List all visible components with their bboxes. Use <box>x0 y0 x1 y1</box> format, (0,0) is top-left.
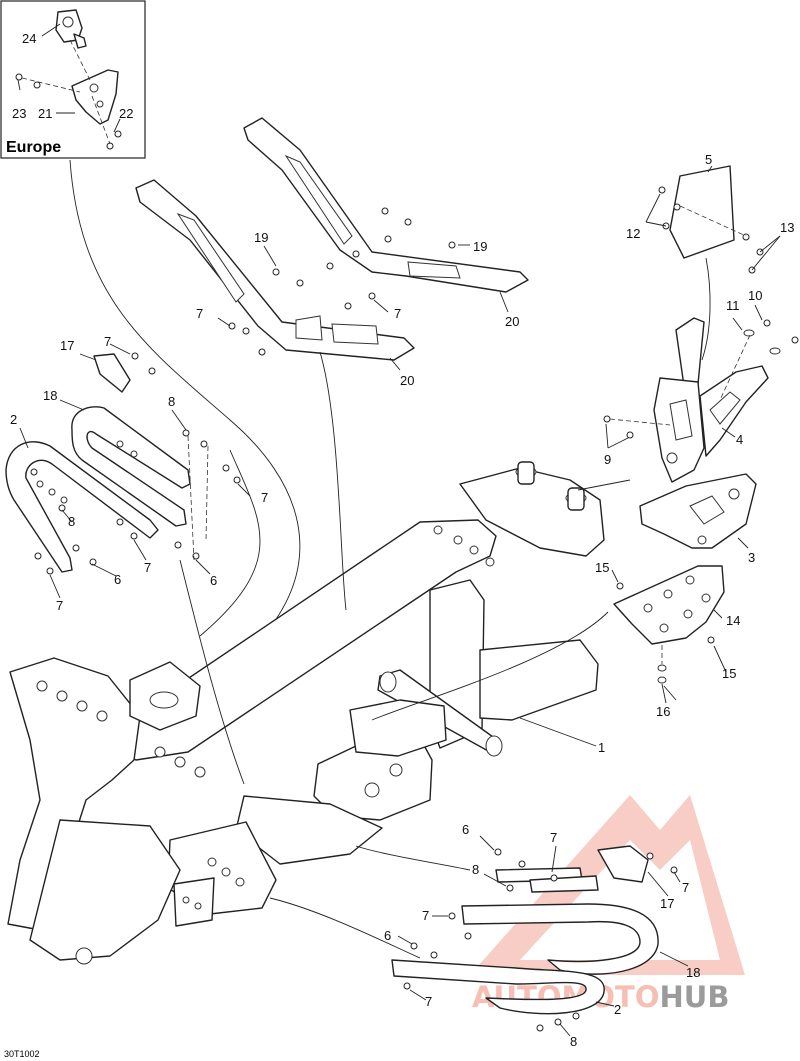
callout-15-bottom: 15 <box>722 666 736 681</box>
callout-15-top: 15 <box>595 560 609 575</box>
callout-2-left: 2 <box>10 412 17 427</box>
callout-7-left-top: 7 <box>104 334 111 349</box>
callout-5: 5 <box>705 152 712 167</box>
rail-20-rear <box>243 117 529 293</box>
part-bracket-21 <box>71 69 119 125</box>
part-main-frame-1 <box>7 461 605 965</box>
callout-6-rear-low: 6 <box>384 928 391 943</box>
callout-3: 3 <box>748 550 755 565</box>
callout-7-rear-bottom: 7 <box>425 994 432 1009</box>
callout-2-rear: 2 <box>614 1002 621 1017</box>
rail-20-front <box>135 179 415 361</box>
part-plate-5 <box>658 165 764 274</box>
watermark-hub: HUB <box>660 980 730 1014</box>
callout-8-rear-bottom: 8 <box>570 1034 577 1049</box>
europe-inset: 24 23 21 22 Europe <box>0 0 146 159</box>
inset-title-europe: Europe <box>6 139 61 156</box>
callout-7-left-mid: 7 <box>261 490 268 505</box>
callout-7-rail-left: 7 <box>196 306 203 321</box>
callout-1: 1 <box>598 740 605 755</box>
callout-18-left: 18 <box>43 388 57 403</box>
part-bracket-3 <box>639 473 757 549</box>
callout-8-left-top: 8 <box>168 394 175 409</box>
callout-19-right: 19 <box>473 239 487 254</box>
callout-20-front: 20 <box>400 373 414 388</box>
callout-14: 14 <box>726 613 740 628</box>
diagram-code: 30T1002 <box>4 1049 40 1059</box>
callout-10: 10 <box>748 288 762 303</box>
callout-19-left: 19 <box>254 230 268 245</box>
callout-20-rear: 20 <box>505 314 519 329</box>
callout-17-rear: 17 <box>660 896 674 911</box>
callout-21: 21 <box>38 106 52 121</box>
callout-18-rear: 18 <box>686 965 700 980</box>
callout-4: 4 <box>736 432 743 447</box>
part-bracket-14 <box>613 565 725 684</box>
part-rails-20 <box>135 117 529 361</box>
part-front-bumper-left <box>5 352 241 575</box>
callout-16: 16 <box>656 704 670 719</box>
callout-6-rear-top: 6 <box>462 822 469 837</box>
callout-7-rear-top: 7 <box>550 830 557 845</box>
callout-6-left-mid: 6 <box>210 573 217 588</box>
callout-23: 23 <box>12 106 26 121</box>
callout-7-rear-right: 7 <box>682 880 689 895</box>
callout-9: 9 <box>604 452 611 467</box>
callout-17-left: 17 <box>60 338 74 353</box>
callout-11: 11 <box>726 298 740 313</box>
part-rear-bumper <box>391 845 678 1032</box>
callout-7-rail-right: 7 <box>394 306 401 321</box>
callout-24: 24 <box>22 31 36 46</box>
callout-7-rear-mid: 7 <box>422 908 429 923</box>
callout-22: 22 <box>119 106 133 121</box>
callout-12: 12 <box>626 226 640 241</box>
callout-7-left-bottom: 7 <box>56 598 63 613</box>
callout-13: 13 <box>780 220 794 235</box>
callout-6-left: 6 <box>114 572 121 587</box>
watermark-triangle-icon <box>470 795 745 975</box>
callout-8-left-mid: 8 <box>68 514 75 529</box>
callout-8-rear: 8 <box>472 862 479 877</box>
callout-7-left-low: 7 <box>144 560 151 575</box>
part-bracket-4 <box>603 317 799 483</box>
